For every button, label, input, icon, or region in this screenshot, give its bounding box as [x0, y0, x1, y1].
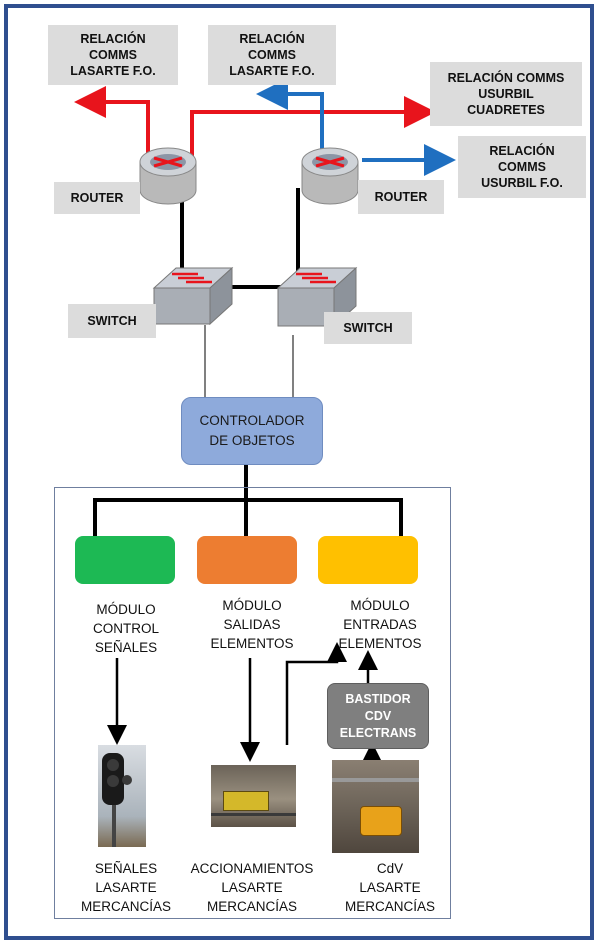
modules-box [54, 487, 451, 919]
module-label: MÓDULO SALIDAS ELEMENTOS [210, 598, 294, 651]
blue-link-lasarte [256, 78, 324, 155]
field-label: ACCIONAMIENTOS LASARTE MERCANCÍAS [190, 861, 314, 914]
module-signal-control [75, 536, 175, 584]
module-element-outputs [197, 536, 297, 584]
object-controller: CONTROLADOR DE OBJETOS [181, 397, 323, 465]
bastidor-cdv: BASTIDOR CDV ELECTRANS [327, 683, 429, 749]
switch-icon [276, 266, 358, 328]
field-label: SEÑALES LASARTE MERCANCÍAS [80, 861, 171, 914]
label-comms-usurbil-fo: RELACIÓN COMMS USURBIL F.O. [458, 136, 586, 198]
track-circuit-photo [332, 760, 419, 853]
label-switch-left: SWITCH [68, 304, 156, 338]
signal-photo [98, 745, 146, 847]
module-label: MÓDULO CONTROL SEÑALES [92, 602, 159, 655]
switch-icon [152, 266, 234, 326]
label-router-right: ROUTER [358, 180, 444, 214]
label-comms-lasarte-center: RELACIÓN COMMS LASARTE F.O. [208, 25, 336, 85]
red-link-lasarte [74, 86, 150, 165]
field-label: CdV LASARTE MERCANCÍAS [344, 861, 435, 914]
label-comms-usurbil-cuadretes: RELACIÓN COMMS USURBIL CUADRETES [430, 62, 582, 126]
label-comms-lasarte-left: RELACIÓN COMMS LASARTE F.O. [48, 25, 178, 85]
router-icon [139, 147, 197, 205]
label-router-left: ROUTER [54, 182, 140, 214]
module-element-inputs [318, 536, 418, 584]
module-label: MÓDULO ENTRADAS ELEMENTOS [338, 598, 422, 651]
label-switch-right: SWITCH [324, 312, 412, 344]
router-icon [301, 147, 359, 205]
point-machine-photo [211, 765, 296, 827]
red-link-cuadretes [190, 96, 436, 165]
